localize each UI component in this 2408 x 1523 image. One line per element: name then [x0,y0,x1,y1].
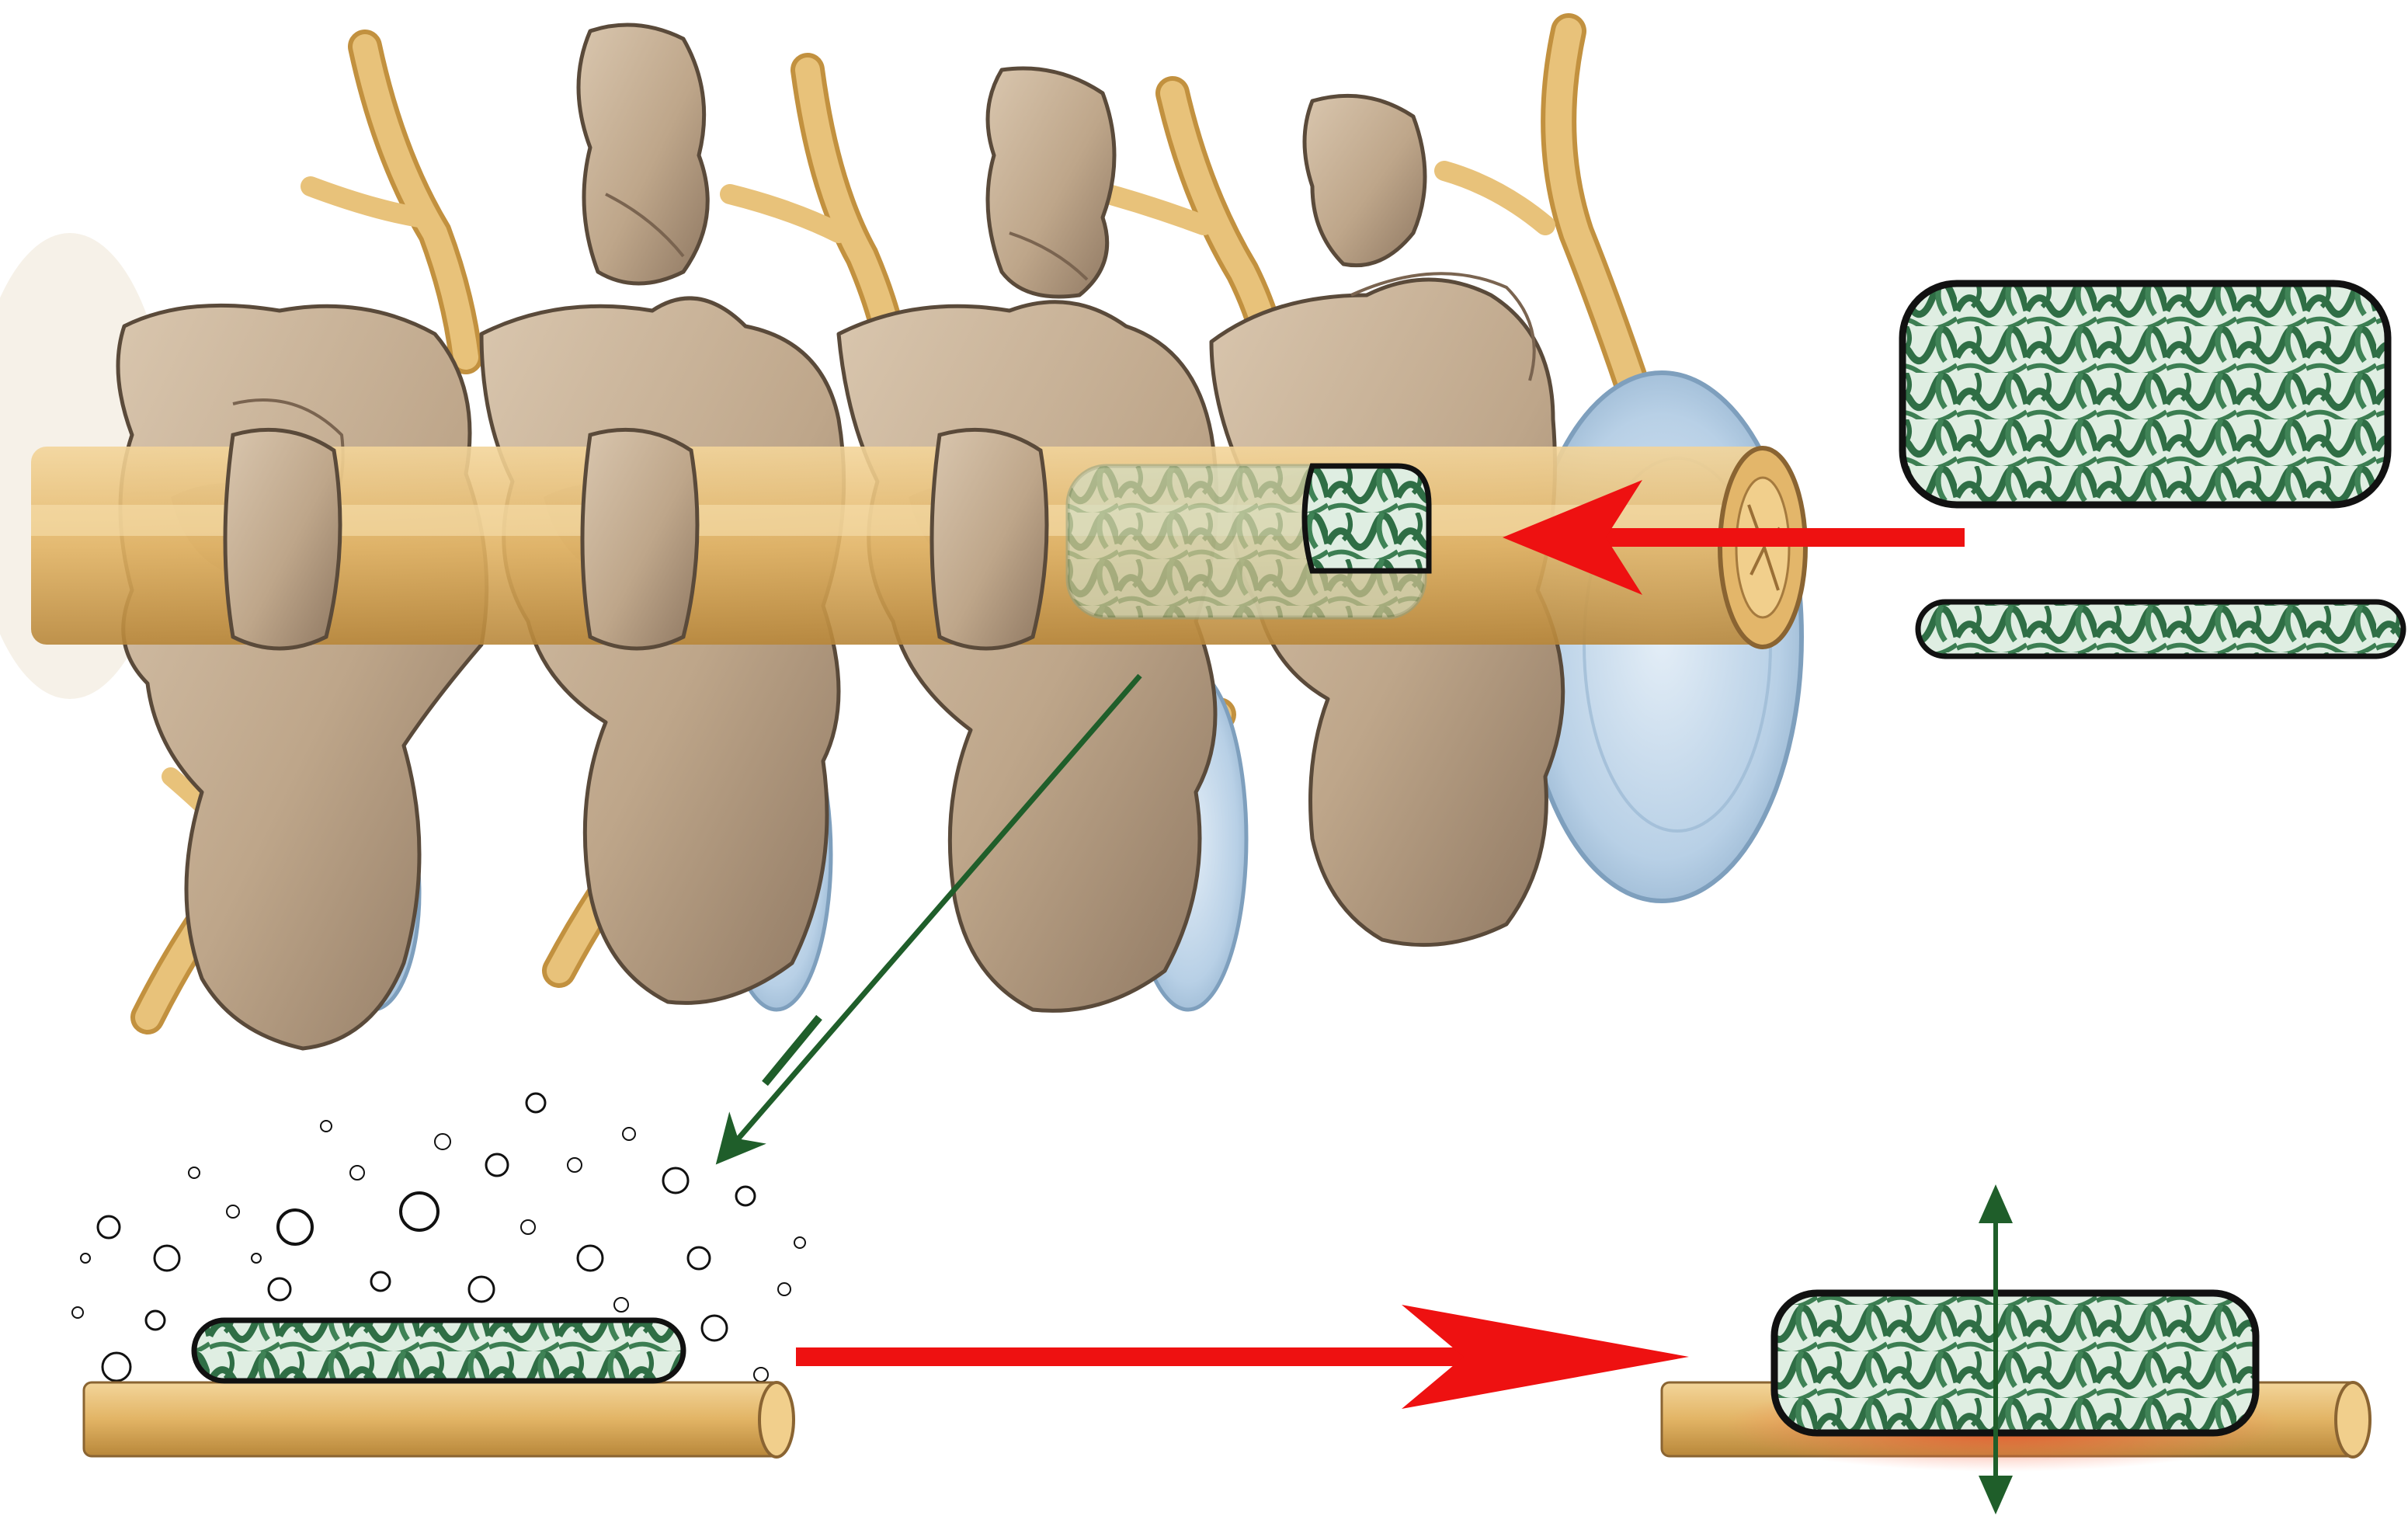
flattened-tube-icon [1915,599,2406,659]
green-arrow-icon [715,673,1142,1165]
implant-tube-icon [1899,280,2392,509]
red-arrow-icon [796,1305,1689,1409]
vertebra-arch [223,427,1049,651]
implant-tube-icon [1065,463,1432,620]
implant-tube-icon [1770,1289,2260,1437]
nerve-root-icon [82,1381,795,1459]
red-arrow-icon [1503,480,1965,595]
flattened-tube-icon [191,1317,686,1384]
double-arrow-icon [1979,1184,2013,1514]
